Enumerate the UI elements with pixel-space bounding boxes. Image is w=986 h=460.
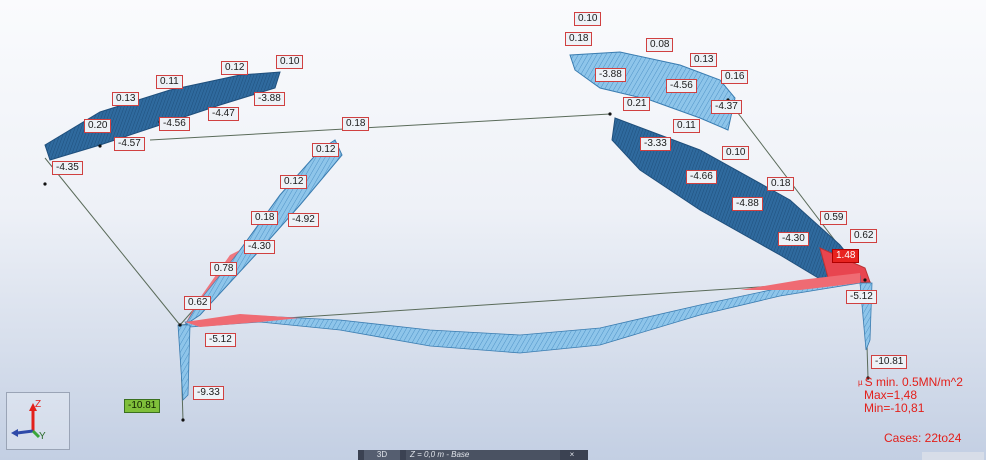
- min-value-label: -10.81: [124, 399, 161, 413]
- value-label: -9.33: [193, 386, 224, 400]
- value-label: -4.56: [666, 79, 697, 93]
- x-axis-icon: [16, 429, 34, 435]
- value-label: -3.88: [595, 68, 626, 82]
- value-label: 0.13: [690, 53, 718, 67]
- value-label: 0.18: [767, 177, 795, 191]
- value-label: -3.88: [254, 92, 285, 106]
- value-label: -4.88: [732, 197, 763, 211]
- view-mode-button[interactable]: 3D: [364, 450, 400, 460]
- value-label: -4.66: [686, 170, 717, 184]
- value-label: 0.18: [565, 32, 593, 46]
- stress-symbol: µ: [858, 378, 863, 387]
- load-cases: Cases: 22to24: [884, 431, 962, 445]
- value-label: -10.81: [871, 355, 908, 369]
- value-label: 0.10: [276, 55, 304, 69]
- value-label: 0.08: [646, 38, 674, 52]
- y-axis-label: Y: [39, 431, 46, 442]
- value-label: 0.21: [623, 97, 651, 111]
- axis-triad[interactable]: Z Y: [6, 392, 70, 450]
- value-label: 0.59: [820, 211, 848, 225]
- value-label: 0.12: [221, 61, 249, 75]
- value-label: -4.47: [208, 107, 239, 121]
- legend-min: Min=-10,81: [864, 401, 925, 415]
- value-label: 0.10: [722, 146, 750, 160]
- value-label: 0.62: [850, 229, 878, 243]
- value-label: 0.11: [156, 75, 183, 89]
- value-label: 0.78: [210, 262, 238, 276]
- value-label: 0.62: [184, 296, 212, 310]
- value-label: -4.37: [711, 100, 742, 114]
- legend-max: Max=1,48: [864, 388, 918, 402]
- value-label: 0.18: [342, 117, 370, 131]
- value-label: -5.12: [846, 290, 877, 304]
- value-label: 0.12: [280, 175, 308, 189]
- value-label: 0.12: [312, 143, 340, 157]
- value-label: -4.92: [288, 213, 319, 227]
- value-label: 0.11: [673, 119, 700, 133]
- close-icon[interactable]: ×: [569, 450, 575, 459]
- view-status-bar: 3D Z = 0,0 m - Base ×: [358, 450, 588, 460]
- value-label: 0.13: [112, 92, 140, 106]
- max-value-label: 1.48: [832, 249, 860, 263]
- value-label: 0.16: [721, 70, 749, 84]
- value-label: 0.10: [574, 12, 602, 26]
- beam-top-left-stress: [44, 71, 281, 161]
- plane-selector[interactable]: Z = 0,0 m - Base: [406, 450, 560, 460]
- value-label: -5.12: [205, 333, 236, 347]
- y-axis-icon: [31, 429, 41, 439]
- value-label: 0.18: [251, 211, 279, 225]
- value-label: -4.57: [114, 137, 145, 151]
- value-label: -4.30: [778, 232, 809, 246]
- beam-bottom-stress: [184, 273, 861, 354]
- legend-title: S min. 0.5MN/m^2: [864, 375, 963, 389]
- value-label: 0.20: [84, 119, 112, 133]
- value-label: -4.35: [52, 161, 83, 175]
- value-label: -4.56: [159, 117, 190, 131]
- value-label: -4.30: [244, 240, 275, 254]
- z-axis-label: Z: [35, 399, 42, 410]
- value-label: -3.33: [640, 137, 671, 151]
- right-status-panel: [922, 452, 984, 460]
